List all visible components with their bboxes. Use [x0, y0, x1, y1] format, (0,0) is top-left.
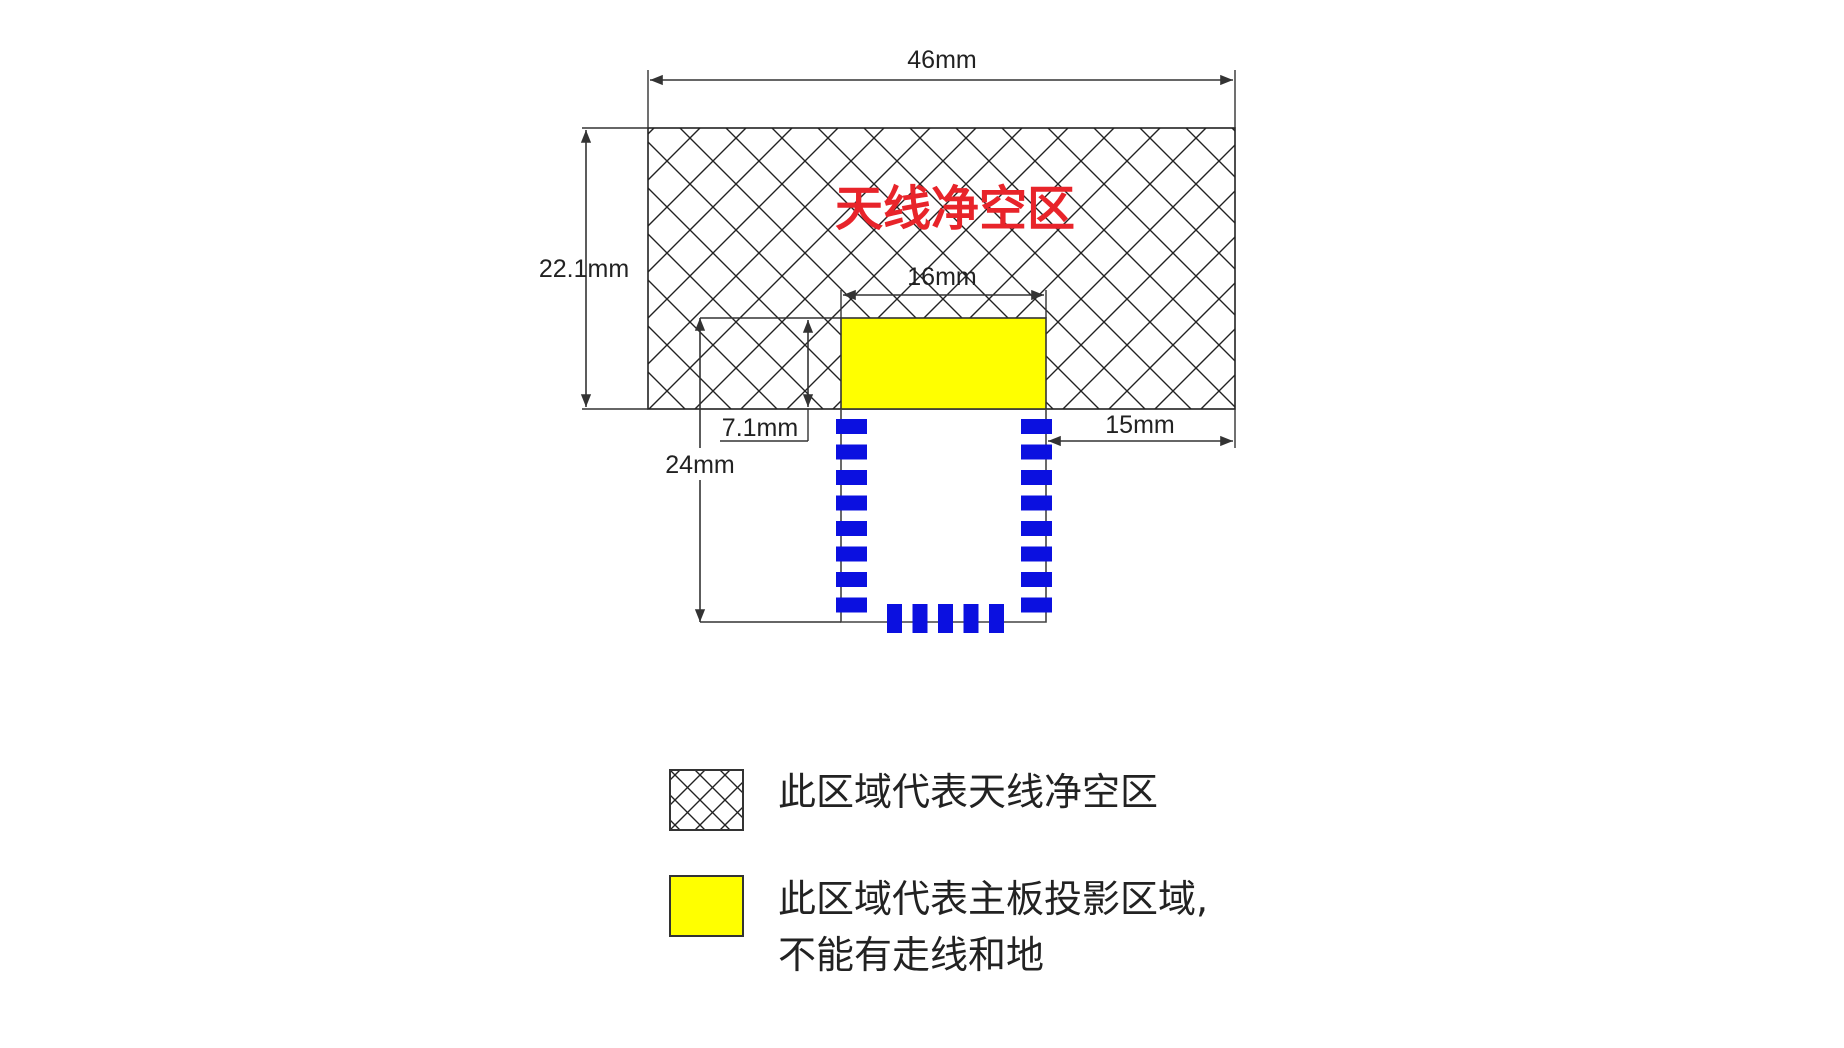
pad-bottom — [938, 604, 953, 633]
module-pads — [836, 419, 1052, 633]
dim-total-width: 46mm — [647, 46, 1236, 128]
pad-left — [836, 572, 867, 587]
pad-left — [836, 521, 867, 536]
zone-title: 天线净空区 — [835, 181, 1075, 237]
pad-bottom — [963, 604, 979, 633]
dim-zone-height-label: 22.1mm — [539, 255, 629, 283]
pad-right — [1021, 572, 1052, 587]
board-projection-area — [840, 317, 1047, 410]
pad-bottom — [887, 604, 902, 633]
legend-item-projection-line2: 不能有走线和地 — [778, 933, 1044, 977]
dim-module-height-label: 24mm — [665, 451, 734, 479]
pad-left — [836, 495, 867, 511]
pad-right — [1021, 419, 1052, 434]
dim-total-width-label: 46mm — [907, 46, 976, 74]
pad-right — [1021, 597, 1052, 613]
pad-left — [836, 444, 867, 460]
dim-module-height: 24mm — [658, 318, 841, 623]
dim-right-offset: 15mm — [1048, 409, 1236, 448]
pad-left — [836, 597, 867, 613]
dim-right-offset-label: 15mm — [1105, 411, 1174, 439]
pad-right — [1021, 444, 1052, 460]
dim-module-width: 16mm — [840, 263, 1047, 318]
pad-right — [1021, 495, 1052, 511]
legend-item-keepout-text: 此区域代表天线净空区 — [778, 770, 1158, 814]
pad-left — [836, 546, 867, 562]
legend-swatch-hatch — [669, 769, 744, 831]
pad-left — [836, 470, 867, 485]
pad-right — [1021, 470, 1052, 485]
pad-right — [1021, 546, 1052, 562]
legend-swatch-yellow — [669, 875, 744, 937]
dim-inner-height-label: 7.1mm — [722, 414, 798, 442]
dim-zone-height: 22.1mm — [539, 127, 648, 410]
legend: 此区域代表天线净空区 此区域代表主板投影区域, 不能有走线和地 — [669, 769, 1208, 977]
module-outline — [840, 409, 1047, 623]
dim-module-width-label: 16mm — [907, 263, 976, 291]
pad-bottom — [912, 604, 928, 633]
dim-inner-height: 7.1mm — [700, 317, 841, 442]
pad-bottom — [989, 604, 1004, 633]
pad-left — [836, 419, 867, 434]
legend-item-projection-line1: 此区域代表主板投影区域, — [778, 877, 1208, 921]
pad-right — [1021, 521, 1052, 536]
